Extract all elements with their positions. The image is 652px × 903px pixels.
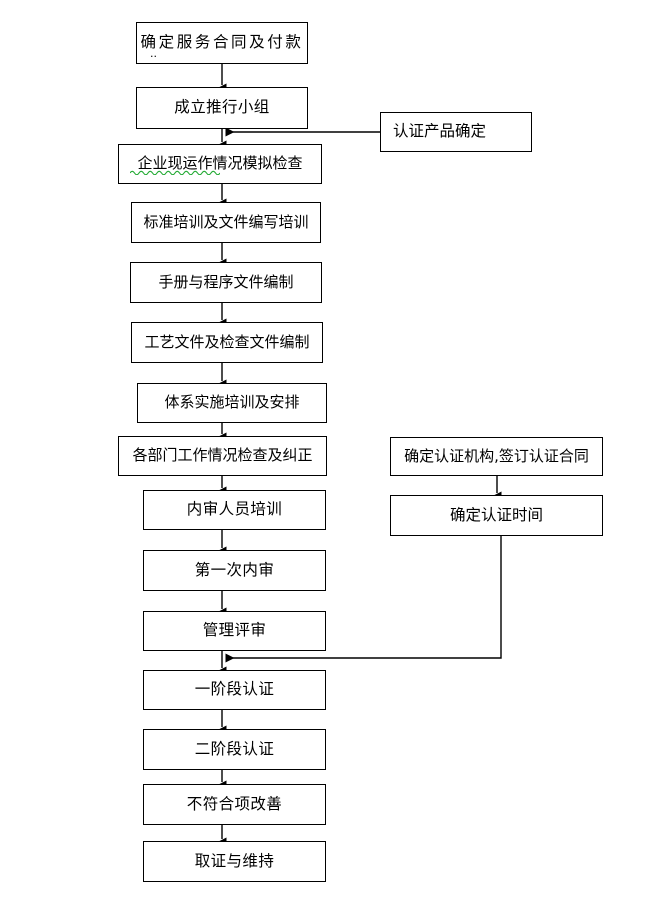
node-simulated-inspection-current-operations[interactable]: 企业现运作情况模拟检查	[118, 144, 322, 184]
node-first-internal-audit[interactable]: 第一次内审	[143, 550, 326, 591]
node-process-and-inspection-document-preparation[interactable]: 工艺文件及检查文件编制	[131, 322, 323, 363]
node-stage-one-certification[interactable]: 一阶段认证	[143, 670, 326, 710]
node-confirm-service-contract-payment[interactable]: 确定服务合同及付款	[136, 22, 308, 64]
node-management-review[interactable]: 管理评审	[143, 611, 326, 651]
node-obtain-and-maintain-certificate[interactable]: 取证与维持	[143, 841, 326, 882]
node-confirm-certification-date[interactable]: 确定认证时间	[390, 495, 603, 536]
node-standard-and-document-writing-training[interactable]: 标准培训及文件编写培训	[131, 202, 321, 243]
node-manual-and-procedure-document-preparation[interactable]: 手册与程序文件编制	[130, 262, 322, 303]
node-select-certification-body-sign-contract[interactable]: 确定认证机构,签订认证合同	[390, 437, 603, 476]
node-establish-implementation-team[interactable]: 成立推行小组	[136, 87, 308, 129]
node-certified-product-confirmation[interactable]: 认证产品确定	[380, 112, 532, 152]
node-department-work-inspection-and-correction[interactable]: 各部门工作情况检查及纠正	[118, 436, 327, 476]
node-system-implementation-training-and-arrangement[interactable]: 体系实施培训及安排	[137, 383, 327, 423]
node-internal-auditor-training[interactable]: 内审人员培训	[143, 490, 326, 530]
node-nonconformity-improvement[interactable]: 不符合项改善	[143, 784, 326, 825]
text-artifact-mark: ..	[150, 47, 157, 60]
node-stage-two-certification[interactable]: 二阶段认证	[143, 729, 326, 770]
